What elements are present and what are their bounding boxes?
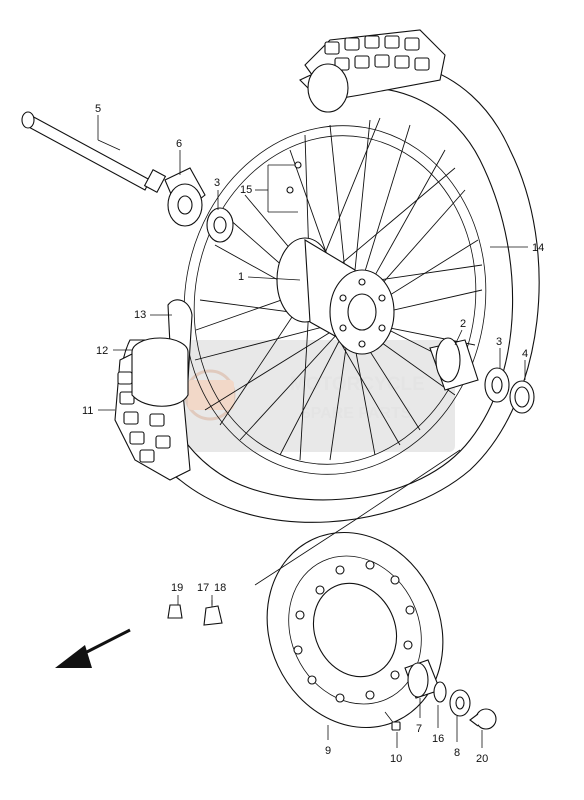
spoke-nipple-bottom — [286, 186, 294, 194]
oil-seal — [509, 380, 535, 414]
callout-19: 19 — [171, 582, 183, 594]
callout-labels: 5 6 3 15 1 14 2 3 4 13 12 11 19 17 18 9 … — [82, 103, 544, 765]
callout-16: 16 — [432, 733, 444, 745]
callout-14: 14 — [532, 242, 544, 254]
callout-7: 7 — [416, 723, 422, 735]
disc-side-washer — [433, 681, 447, 703]
axle — [21, 111, 167, 193]
callout-11: 11 — [82, 405, 93, 417]
callout-15: 15 — [240, 184, 252, 196]
callout-3-right: 3 — [496, 336, 502, 348]
valve-cap — [167, 604, 183, 619]
callout-9: 9 — [325, 745, 331, 757]
callout-6: 6 — [176, 138, 182, 150]
callout-13: 13 — [134, 309, 146, 321]
leader-lines — [97, 115, 528, 748]
front-direction-arrow-icon — [55, 628, 131, 668]
callout-4: 4 — [522, 348, 528, 360]
axle-cap — [469, 708, 497, 730]
disc-side-spacer — [404, 659, 441, 699]
left-bearing — [206, 207, 234, 243]
right-bearing — [484, 367, 510, 403]
brake-disc — [266, 531, 444, 729]
callout-17: 17 — [197, 582, 209, 594]
callout-1: 1 — [238, 271, 244, 283]
left-collar — [164, 167, 206, 227]
callout-10: 10 — [390, 753, 402, 765]
watermark-line1: MOTORCYCLE — [290, 374, 425, 395]
callout-3-left: 3 — [214, 177, 220, 189]
watermark: MOTORCYCLE SPARE PARTS — [175, 340, 455, 452]
rim-band-and-tube — [131, 299, 193, 407]
spoke-nipple-top — [294, 161, 302, 169]
watermark-line2: SPARE PARTS — [300, 405, 412, 422]
callout-8: 8 — [454, 747, 460, 759]
tire-tread-top — [304, 29, 446, 113]
callout-5: 5 — [95, 103, 101, 115]
callout-2: 2 — [460, 318, 466, 330]
right-spacer — [429, 337, 479, 391]
disc-side-bearing — [449, 689, 471, 717]
callout-12: 12 — [96, 345, 108, 357]
rim — [183, 125, 487, 475]
hub — [276, 237, 395, 355]
watermark-panel — [175, 340, 455, 452]
valve-core — [203, 600, 223, 626]
disc-bolt — [384, 711, 401, 731]
callout-18: 18 — [214, 582, 226, 594]
callout-20: 20 — [476, 753, 488, 765]
